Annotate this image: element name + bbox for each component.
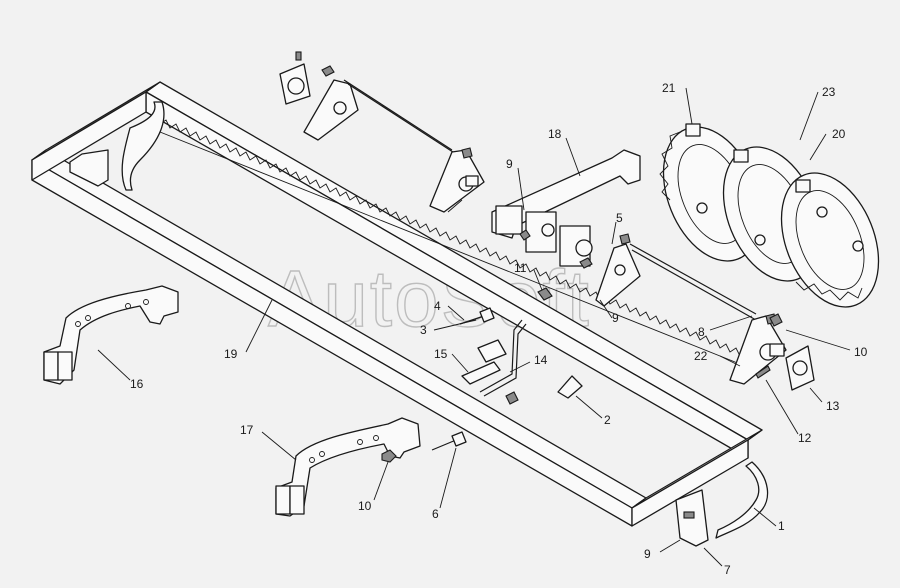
callout-15: 15 <box>434 347 448 361</box>
callout-6: 6 <box>432 507 439 521</box>
callout-1: 1 <box>778 519 785 533</box>
callout-labels: 21 23 20 18 9 5 11 9 4 3 15 14 19 16 8 1… <box>130 81 868 577</box>
callout-8: 8 <box>698 325 705 339</box>
callout-18: 18 <box>548 127 562 141</box>
callout-10: 10 <box>358 499 372 513</box>
lower-shaft-assembly <box>629 243 815 391</box>
bracket-16 <box>43 285 179 385</box>
callout-10: 10 <box>854 345 868 359</box>
callout-20: 20 <box>832 127 846 141</box>
middle-bracket-assembly <box>491 149 641 307</box>
wheel-set <box>659 123 880 308</box>
callout-11: 11 <box>514 261 527 275</box>
callout-17: 17 <box>240 423 254 437</box>
main-frame <box>31 81 769 547</box>
callout-13: 13 <box>826 399 840 413</box>
callout-9: 9 <box>612 311 619 325</box>
callout-21: 21 <box>662 81 676 95</box>
callout-2: 2 <box>604 413 611 427</box>
callout-14: 14 <box>534 353 548 367</box>
upper-shaft-assembly <box>279 51 485 213</box>
callout-12: 12 <box>798 431 812 445</box>
callout-19: 19 <box>224 347 238 361</box>
center-hardware <box>459 307 583 405</box>
callout-5: 5 <box>616 211 623 225</box>
callout-23: 23 <box>822 85 836 99</box>
leader-lines <box>97 87 851 567</box>
callout-22: 22 <box>694 349 708 363</box>
callout-3: 3 <box>420 323 427 337</box>
callout-4: 4 <box>434 299 441 313</box>
callout-7: 7 <box>724 563 731 577</box>
callout-9: 9 <box>506 157 513 171</box>
bracket-17 <box>275 417 467 517</box>
callout-9: 9 <box>644 547 651 561</box>
callout-16: 16 <box>130 377 144 391</box>
